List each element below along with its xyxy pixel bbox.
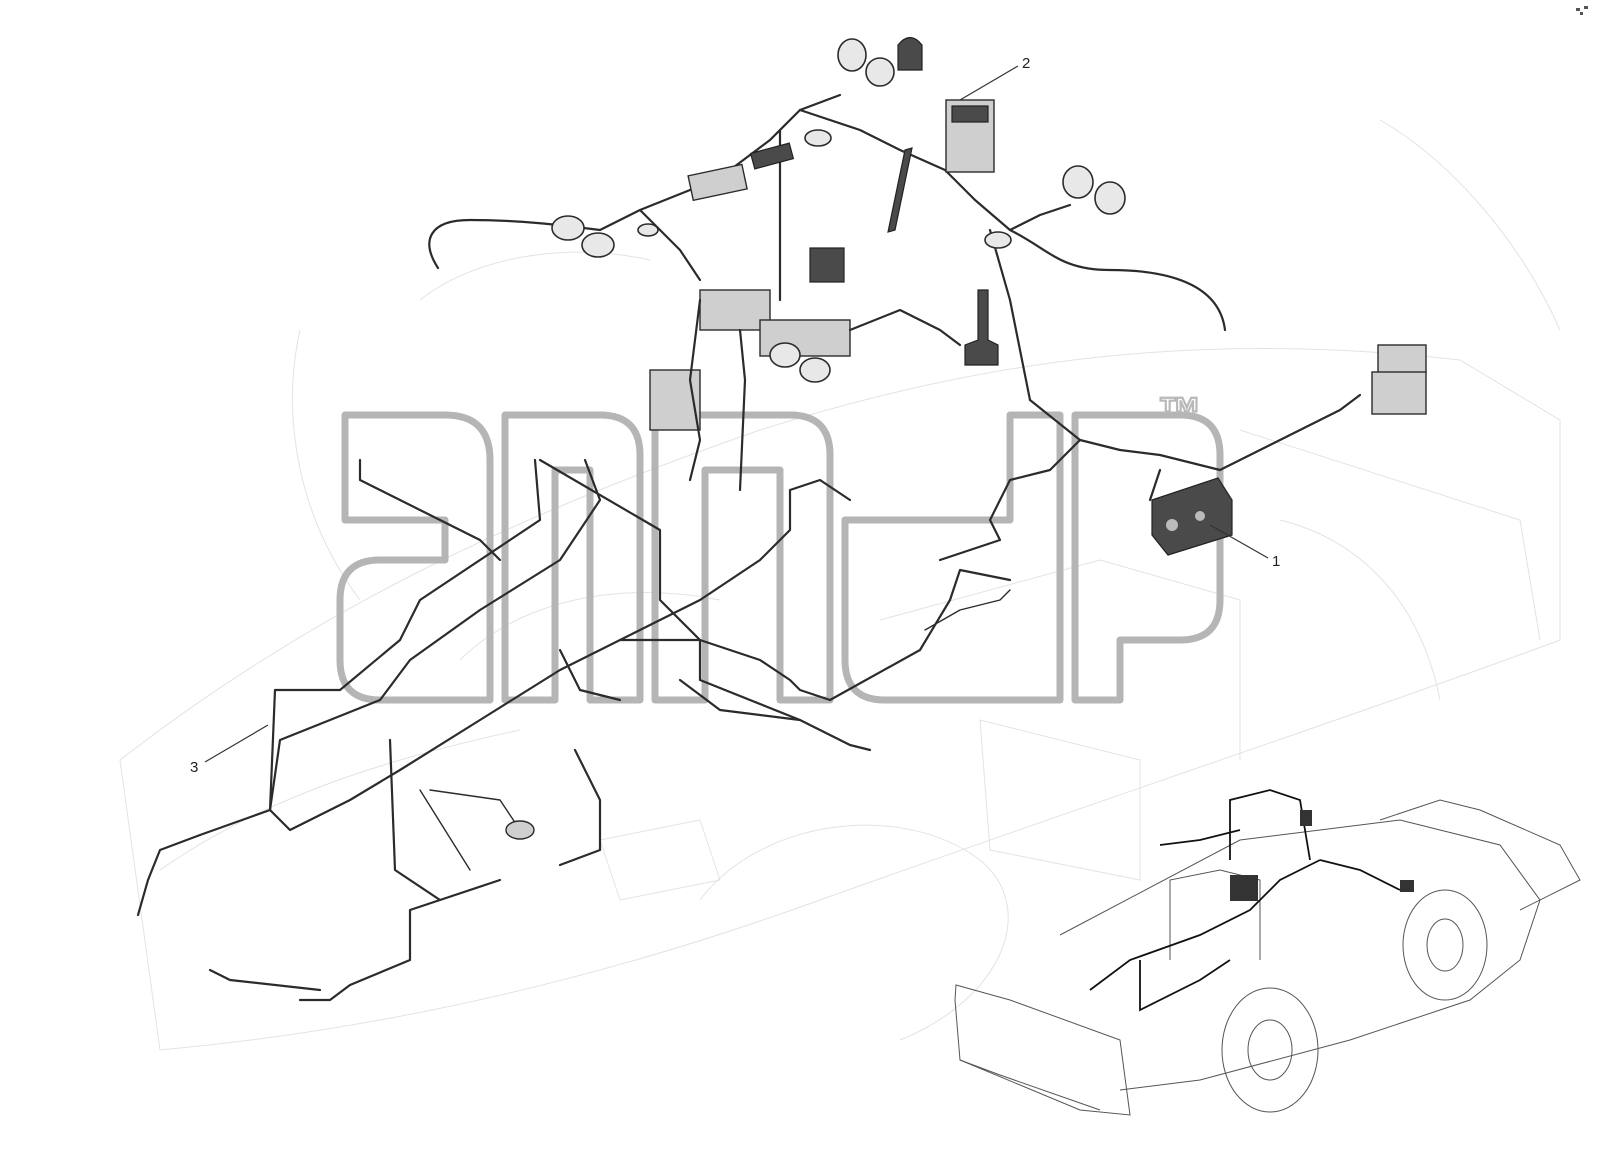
relay-block-icon <box>749 142 795 170</box>
callout-label-3: 3 <box>190 759 198 776</box>
rear-light-icon <box>1371 371 1427 415</box>
gauge-icon <box>769 342 801 368</box>
wheel-icon <box>1402 889 1488 1001</box>
ecu-icon <box>809 247 845 283</box>
thumbnail-module <box>1400 880 1414 892</box>
fuse-relay-panel-icon <box>649 369 701 431</box>
wheel-icon <box>1221 987 1319 1113</box>
thumbnail-module <box>1300 810 1312 826</box>
speaker-icon <box>804 129 832 147</box>
wheel-icon <box>1247 1019 1293 1081</box>
frame-harness <box>136 438 1082 1002</box>
work-lamp-icon <box>1062 165 1094 199</box>
beacon-icon <box>897 36 923 71</box>
callout-2: 2 <box>959 55 1030 101</box>
callout-label-1: 1 <box>1272 553 1280 570</box>
wiper-arm-icon <box>887 147 913 233</box>
callout-1: 1 <box>1209 524 1280 570</box>
speaker-icon <box>984 231 1012 249</box>
speaker-icon <box>637 223 659 237</box>
callout-3: 3 <box>190 724 269 776</box>
gauge-icon <box>799 357 831 383</box>
callout-label-2: 2 <box>1022 55 1030 72</box>
work-lamp-icon <box>551 215 585 241</box>
control-module-1-icon <box>1151 477 1233 556</box>
connector-port-icon <box>1195 511 1205 521</box>
wheel-icon <box>1426 918 1464 972</box>
fuse-relay-panel-icon <box>699 289 771 331</box>
cab-roof-harness <box>428 36 1227 402</box>
corner-mark <box>1576 6 1588 15</box>
work-lamp-icon <box>581 232 615 258</box>
work-lamp-icon <box>865 57 895 87</box>
sensor-canister-icon <box>505 820 535 840</box>
work-lamp-icon <box>1094 181 1126 215</box>
dash-harness <box>649 247 1427 556</box>
trademark-symbol: ™ <box>1158 389 1202 438</box>
work-lamp-icon <box>837 38 867 72</box>
radio-unit-icon <box>687 163 748 202</box>
rear-light-icon <box>1377 344 1427 374</box>
connector-port-icon <box>1166 519 1178 531</box>
joystick-icon <box>964 289 999 366</box>
machine-ghost-outline <box>119 119 1561 1051</box>
watermark-logo: ™ <box>336 388 1224 704</box>
control-module-2-panel <box>951 105 989 123</box>
machine-locator-thumbnail <box>954 789 1581 1116</box>
thumbnail-dash-cluster <box>1230 875 1258 901</box>
